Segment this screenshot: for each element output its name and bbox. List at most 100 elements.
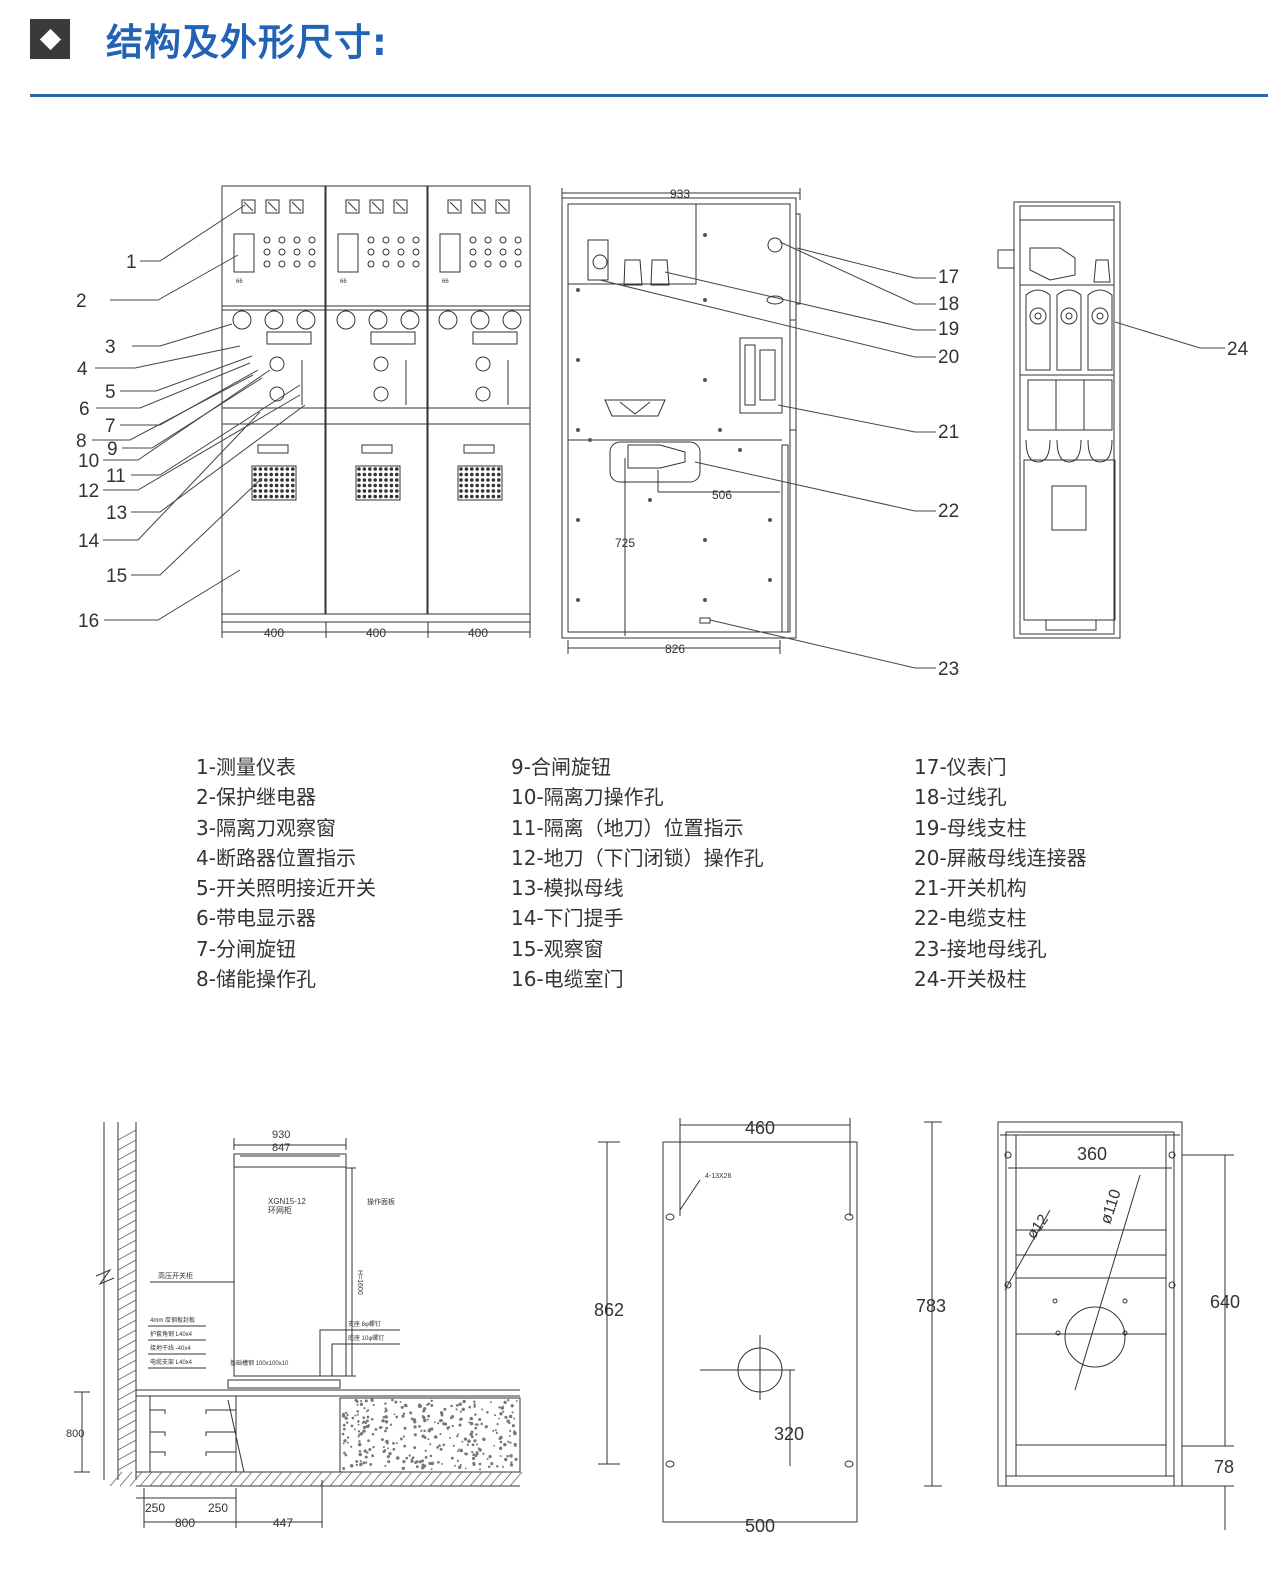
callout-18: 18 bbox=[938, 294, 959, 315]
install-note-1: 4mm 厚钢板封板 bbox=[150, 1316, 195, 1324]
base-plan-diagram: 460 4-13X26 862 320 500 bbox=[594, 1118, 858, 1536]
callout-5: 5 bbox=[105, 382, 116, 403]
legend-item: 4-断路器位置指示 bbox=[196, 845, 356, 870]
install-dim-847: 847 bbox=[272, 1142, 290, 1154]
install-dim-250-b: 250 bbox=[208, 1501, 228, 1515]
callout-11: 11 bbox=[106, 466, 126, 487]
callout-14: 14 bbox=[78, 531, 100, 552]
install-dim-250-a: 250 bbox=[145, 1501, 165, 1515]
callout-24: 24 bbox=[1227, 339, 1249, 360]
base-detail-phi-large: ø110 bbox=[1098, 1187, 1125, 1226]
legend-item: 12-地刀（下门闭锁）操作孔 bbox=[511, 845, 764, 870]
legend-item: 13-模拟母线 bbox=[511, 876, 624, 901]
legend-column-3: 17-仪表门 18-过线孔 19-母线支柱 20-屏蔽母线连接器 21-开关机构… bbox=[914, 752, 1087, 994]
callout-22: 22 bbox=[938, 501, 959, 522]
callout-4: 4 bbox=[77, 359, 88, 380]
legend-item: 7-分闸旋钮 bbox=[196, 936, 296, 961]
install-dim-930: 930 bbox=[272, 1129, 290, 1141]
rear-view-diagram: 24 bbox=[997, 201, 1249, 639]
callout-10: 10 bbox=[78, 451, 99, 472]
callout-2: 2 bbox=[76, 291, 87, 312]
callout-1: 1 bbox=[126, 252, 137, 273]
base-detail-phi-small: ø12 bbox=[1023, 1211, 1052, 1242]
install-note-2: 护套角钢 L40x4 bbox=[150, 1330, 193, 1338]
legend-column-2: 9-合闸旋钮 10-隔离刀操作孔 11-隔离（地刀）位置指示 12-地刀（下门闭… bbox=[511, 752, 764, 994]
legend-item: 11-隔离（地刀）位置指示 bbox=[511, 815, 744, 840]
svg-text:66: 66 bbox=[236, 279, 243, 285]
callout-20: 20 bbox=[938, 347, 959, 368]
side-callout-labels: 17 18 19 20 21 22 23 bbox=[938, 267, 959, 680]
install-note-3: 接地干线 -40x4 bbox=[150, 1344, 191, 1352]
base-detail-width: 360 bbox=[1077, 1144, 1107, 1164]
legend-item: 21-开关机构 bbox=[914, 876, 1027, 901]
legend-item: 5-开关照明接近开关 bbox=[196, 876, 376, 901]
legend-item: 22-电缆支柱 bbox=[914, 906, 1027, 931]
legend-item: 3-隔离刀观察窗 bbox=[196, 815, 336, 840]
front-width-3: 400 bbox=[468, 626, 488, 640]
base-plan-offset: 320 bbox=[774, 1424, 804, 1444]
svg-text:66: 66 bbox=[442, 279, 449, 285]
side-bottom-width: 826 bbox=[665, 642, 685, 656]
install-right-note: 操作面板 bbox=[367, 1197, 395, 1206]
front-width-1: 400 bbox=[264, 626, 284, 640]
legend-item: 1-测量仪表 bbox=[196, 755, 296, 779]
callout-17: 17 bbox=[938, 267, 959, 288]
callout-13: 13 bbox=[106, 503, 127, 524]
base-plan-width-bottom: 500 bbox=[745, 1516, 775, 1536]
base-plan-width-top: 460 bbox=[745, 1118, 775, 1138]
install-vertical-note: H=1600 bbox=[356, 1270, 363, 1295]
callout-8: 8 bbox=[76, 431, 87, 452]
legend-item: 14-下门提手 bbox=[511, 906, 624, 931]
legend-column-1: 1-测量仪表 2-保护继电器 3-隔离刀观察窗 4-断路器位置指示 5-开关照明… bbox=[196, 752, 376, 994]
callout-12: 12 bbox=[78, 481, 99, 502]
svg-text:66: 66 bbox=[340, 279, 347, 285]
legend-item: 17-仪表门 bbox=[914, 755, 1007, 779]
side-top-width: 933 bbox=[670, 187, 690, 201]
legend-item: 2-保护继电器 bbox=[196, 785, 316, 810]
base-detail-bottom: 78 bbox=[1214, 1457, 1234, 1477]
base-plan-height: 862 bbox=[594, 1300, 624, 1320]
callout-21: 21 bbox=[938, 422, 959, 443]
install-dim-800-v: 800 bbox=[66, 1428, 84, 1440]
side-inner-width: 506 bbox=[712, 488, 732, 502]
base-plan-hole-note: 4-13X26 bbox=[705, 1173, 732, 1180]
legend-item: 23-接地母线孔 bbox=[914, 936, 1047, 961]
legend-item: 10-隔离刀操作孔 bbox=[511, 785, 664, 810]
page-title: 结构及外形尺寸: bbox=[106, 21, 388, 64]
legend-item: 15-观察窗 bbox=[511, 936, 604, 961]
install-model-sub: 环网柜 bbox=[268, 1205, 292, 1215]
header-divider bbox=[30, 94, 1268, 97]
section-header: 结构及外形尺寸: bbox=[30, 14, 388, 64]
legend-item: 16-电缆室门 bbox=[511, 967, 624, 992]
legend-item: 24-开关极柱 bbox=[914, 967, 1027, 992]
install-right-note-2: 底座 10φ螺钉 bbox=[348, 1334, 384, 1342]
callout-19: 19 bbox=[938, 319, 959, 340]
front-width-dims: 400 400 400 bbox=[221, 622, 531, 640]
side-view-diagram: 933 506 725 826 bbox=[561, 187, 801, 656]
legend-item: 6-带电显示器 bbox=[196, 906, 316, 931]
front-callout-leaders bbox=[92, 204, 306, 621]
callout-7: 7 bbox=[105, 416, 116, 437]
front-width-2: 400 bbox=[366, 626, 386, 640]
diamond-icon bbox=[30, 19, 70, 59]
install-dim-447: 447 bbox=[273, 1516, 293, 1530]
legend-item: 18-过线孔 bbox=[914, 785, 1007, 810]
front-callout-labels: 1 2 3 4 5 6 7 8 9 10 11 12 13 14 15 16 bbox=[76, 252, 137, 632]
legend-item: 8-储能操作孔 bbox=[196, 967, 316, 992]
legend-item: 9-合闸旋钮 bbox=[511, 755, 611, 779]
base-detail-height: 783 bbox=[916, 1296, 946, 1316]
base-detail-diagram: 360 ø110 ø12 783 640 78 bbox=[916, 1121, 1240, 1530]
install-dim-800-h: 800 bbox=[175, 1516, 195, 1530]
install-base-note: 基础槽钢 100x100x10 bbox=[230, 1359, 289, 1367]
front-view-diagram: 66 66 66 bbox=[221, 185, 531, 623]
callout-9: 9 bbox=[107, 439, 118, 460]
legend-item: 19-母线支柱 bbox=[914, 815, 1027, 840]
install-model: XGN15-12 bbox=[268, 1197, 306, 1206]
side-callout-leaders bbox=[599, 241, 936, 669]
base-detail-inner-height: 640 bbox=[1210, 1292, 1240, 1312]
legend-item: 20-屏蔽母线连接器 bbox=[914, 845, 1087, 870]
side-height: 725 bbox=[615, 536, 635, 550]
callout-16: 16 bbox=[78, 611, 99, 632]
callout-6: 6 bbox=[79, 399, 90, 420]
